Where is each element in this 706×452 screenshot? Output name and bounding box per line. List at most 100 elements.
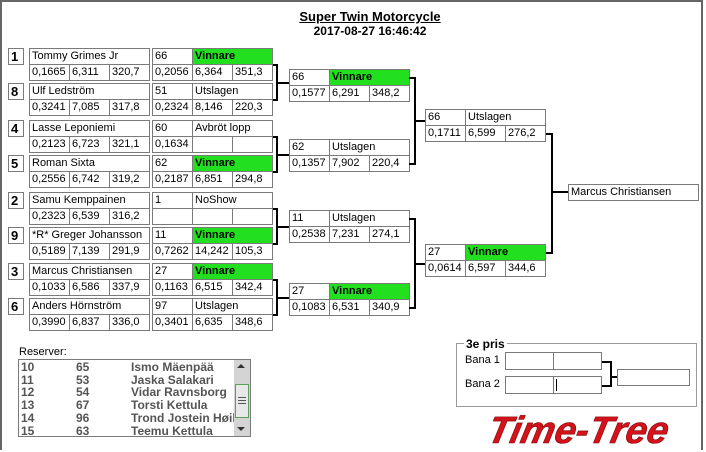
speed[interactable]: 220,3 [232,99,273,116]
qual-elapsed-time[interactable]: 6,311 [69,64,110,81]
bib-number[interactable]: 11 [152,227,193,244]
elapsed-time[interactable]: 6,851 [192,171,233,188]
bib-number[interactable]: 27 [289,283,330,300]
rider-name[interactable]: Samu Kemppainen [29,192,150,209]
elapsed-time[interactable]: 7,231 [329,226,370,243]
reaction-time[interactable]: 0,3401 [152,314,193,331]
rider-name[interactable]: Anders Hörnström [29,298,150,315]
qual-elapsed-time[interactable]: 6,539 [69,208,110,225]
qual-reaction-time[interactable]: 0,1033 [29,279,70,296]
speed[interactable] [232,136,273,153]
rider-name[interactable]: Roman Sixta [29,155,150,172]
lane2-field-a[interactable] [505,376,554,394]
reaction-time[interactable]: 0,2538 [289,226,330,243]
qual-speed[interactable]: 316,2 [109,208,150,225]
bib-number[interactable]: 97 [152,298,193,315]
reaction-time[interactable]: 0,1357 [289,155,330,172]
status-cell[interactable]: Utslagen [465,109,546,126]
bib-number[interactable]: 62 [152,155,193,172]
reaction-time[interactable]: 0,1163 [152,279,193,296]
status-cell[interactable]: Vinnare [192,48,273,65]
third-place-result[interactable] [617,369,690,386]
bib-number[interactable]: 66 [425,109,466,126]
rider-name[interactable]: *R* Greger Johansson [29,227,150,244]
speed[interactable]: 351,3 [232,64,273,81]
reaction-time[interactable]: 0,2056 [152,64,193,81]
status-cell[interactable]: Vinnare [465,244,546,261]
qual-elapsed-time[interactable]: 6,837 [69,314,110,331]
reaction-time[interactable]: 0,7262 [152,243,193,260]
reaction-time[interactable]: 0,2324 [152,99,193,116]
qual-elapsed-time[interactable]: 6,742 [69,171,110,188]
scroll-up-icon[interactable] [237,364,245,368]
elapsed-time[interactable]: 14,242 [192,243,233,260]
elapsed-time[interactable]: 6,364 [192,64,233,81]
speed[interactable]: 340,9 [369,299,410,316]
elapsed-time[interactable]: 6,291 [329,85,370,102]
elapsed-time[interactable]: 7,902 [329,155,370,172]
qual-speed[interactable]: 336,0 [109,314,150,331]
scroll-down-icon[interactable] [237,427,245,431]
qual-reaction-time[interactable]: 0,5189 [29,243,70,260]
status-cell[interactable]: Vinnare [329,69,410,86]
reaction-time[interactable]: 0,1577 [289,85,330,102]
status-cell[interactable]: Vinnare [192,227,273,244]
qual-reaction-time[interactable]: 0,2123 [29,136,70,153]
bib-number[interactable]: 60 [152,120,193,137]
rider-name[interactable]: Tommy Grimes Jr [29,48,150,65]
bib-number[interactable]: 11 [289,210,330,227]
lane2-field-b[interactable] [553,376,602,394]
bib-number[interactable]: 1 [152,192,193,209]
bib-number[interactable]: 27 [425,244,466,261]
qual-reaction-time[interactable]: 0,3241 [29,99,70,116]
qual-speed[interactable]: 319,2 [109,171,150,188]
elapsed-time[interactable] [192,136,233,153]
reserves-scrollbar[interactable] [234,360,250,436]
bib-number[interactable]: 27 [152,263,193,280]
qual-speed[interactable]: 320,7 [109,64,150,81]
bib-number[interactable]: 66 [289,69,330,86]
reaction-time[interactable]: 0,1634 [152,136,193,153]
scroll-thumb[interactable] [235,384,249,418]
status-cell[interactable]: Utslagen [329,139,410,156]
status-cell[interactable]: Vinnare [192,263,273,280]
elapsed-time[interactable]: 6,531 [329,299,370,316]
speed[interactable]: 348,6 [232,314,273,331]
qual-reaction-time[interactable]: 0,3990 [29,314,70,331]
status-cell[interactable]: Utslagen [329,210,410,227]
reaction-time[interactable]: 0,0614 [425,260,466,277]
bib-number[interactable]: 66 [152,48,193,65]
elapsed-time[interactable]: 6,597 [465,260,506,277]
qual-elapsed-time[interactable]: 6,586 [69,279,110,296]
speed[interactable]: 274,1 [369,226,410,243]
status-cell[interactable]: Utslagen [192,83,273,100]
qual-reaction-time[interactable]: 0,2323 [29,208,70,225]
qual-speed[interactable]: 291,9 [109,243,150,260]
speed[interactable]: 220,4 [369,155,410,172]
speed[interactable]: 105,3 [232,243,273,260]
qual-reaction-time[interactable]: 0,1665 [29,64,70,81]
reaction-time[interactable]: 0,1083 [289,299,330,316]
champion-name[interactable]: Marcus Christiansen [568,184,699,201]
elapsed-time[interactable]: 6,515 [192,279,233,296]
rider-name[interactable]: Ulf Ledström [29,83,150,100]
bib-number[interactable]: 62 [289,139,330,156]
rider-name[interactable]: Marcus Christiansen [29,263,150,280]
reaction-time[interactable] [152,208,193,225]
lane1-field-a[interactable] [505,352,554,370]
speed[interactable]: 342,4 [232,279,273,296]
qual-elapsed-time[interactable]: 7,085 [69,99,110,116]
speed[interactable]: 276,2 [505,125,546,142]
speed[interactable]: 344,6 [505,260,546,277]
elapsed-time[interactable]: 8,146 [192,99,233,116]
status-cell[interactable]: Avbröt lopp [192,120,273,137]
rider-name[interactable]: Lasse Leponiemi [29,120,150,137]
qual-speed[interactable]: 337,9 [109,279,150,296]
speed[interactable]: 348,2 [369,85,410,102]
reaction-time[interactable]: 0,1711 [425,125,466,142]
status-cell[interactable]: Utslagen [192,298,273,315]
bib-number[interactable]: 51 [152,83,193,100]
speed[interactable]: 294,8 [232,171,273,188]
qual-elapsed-time[interactable]: 6,723 [69,136,110,153]
